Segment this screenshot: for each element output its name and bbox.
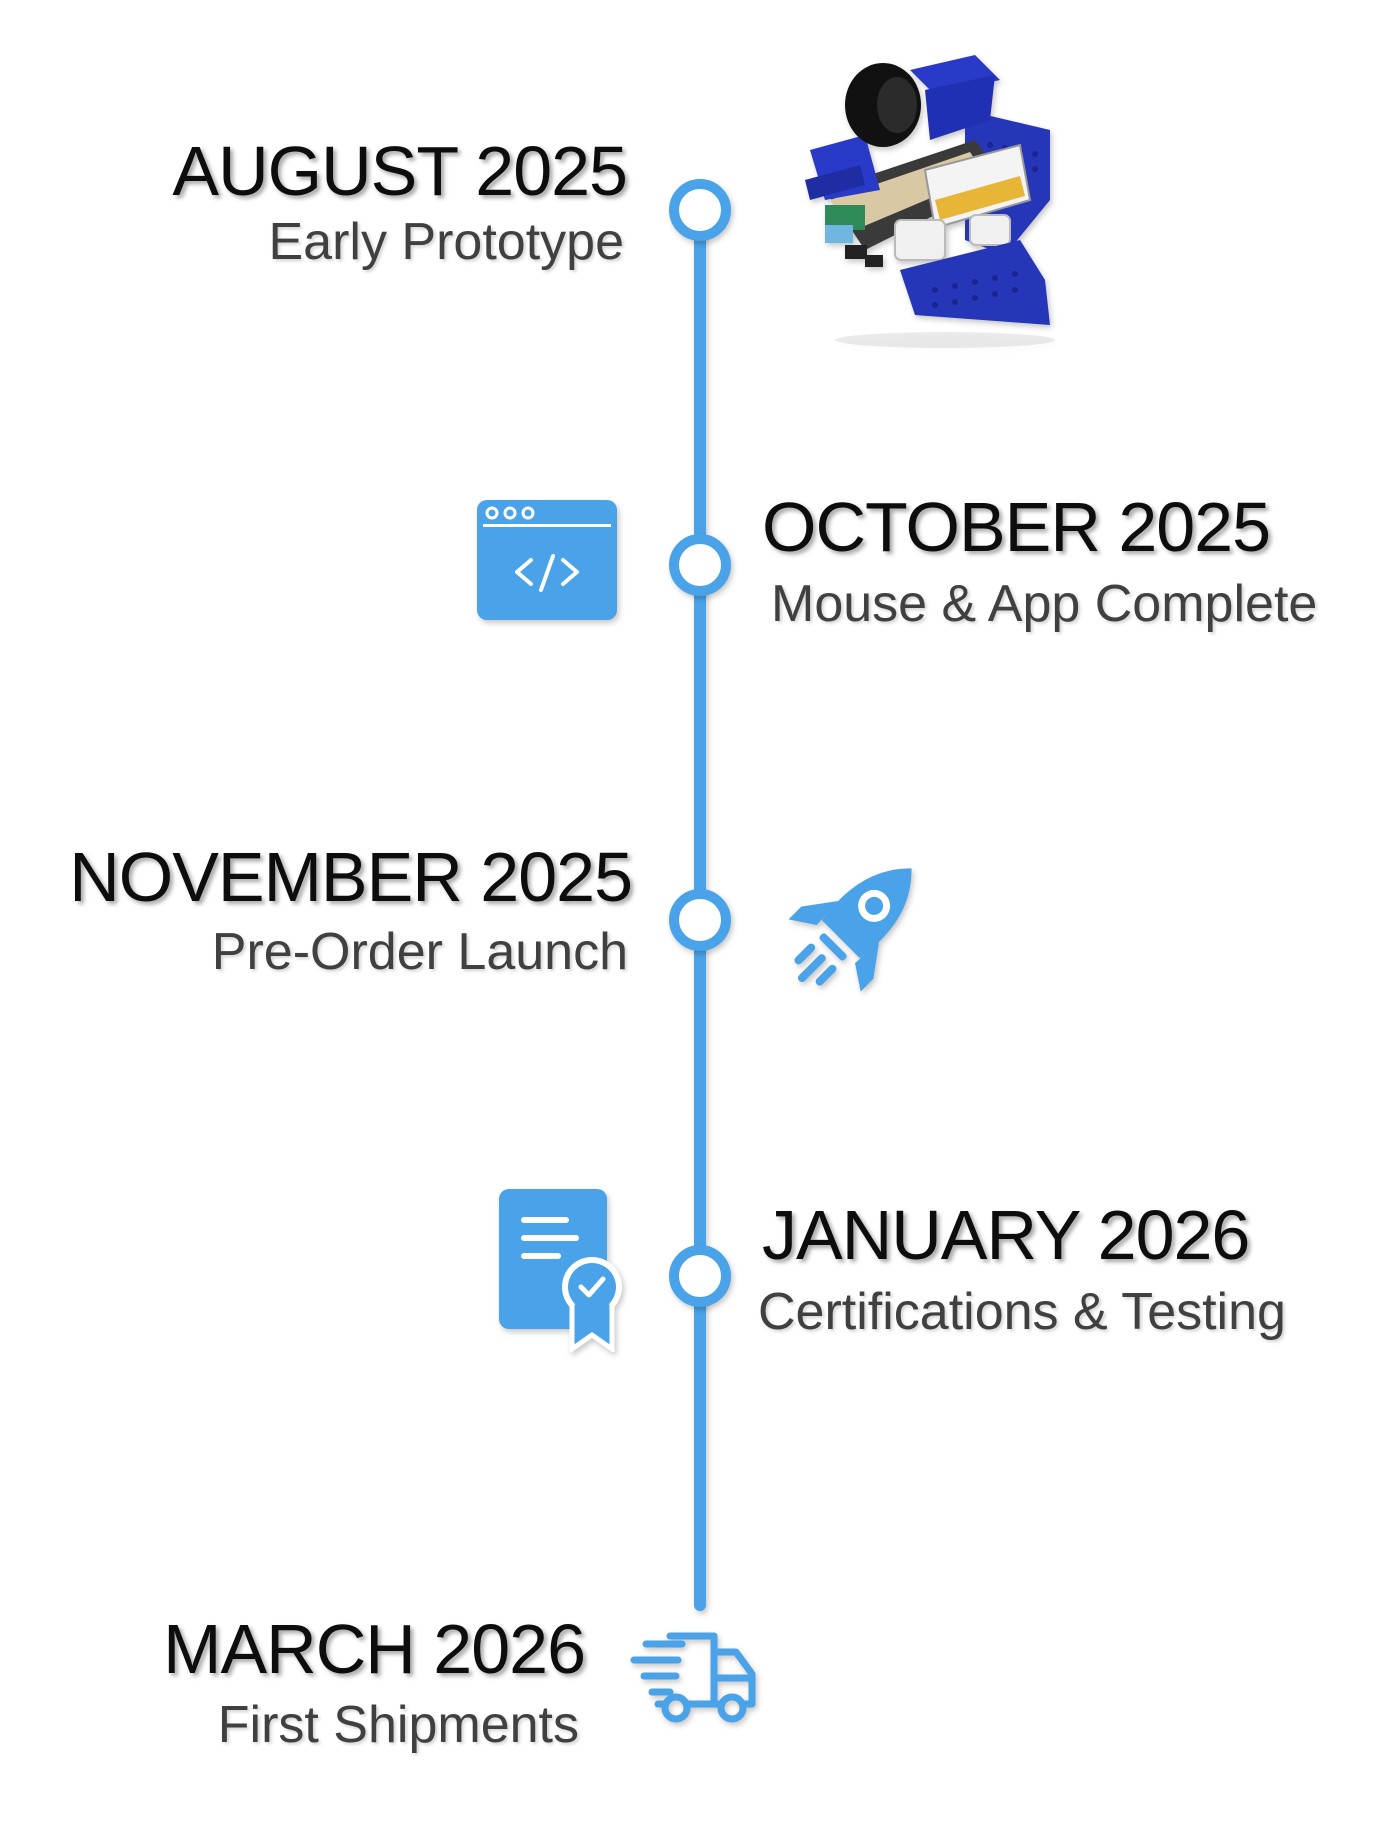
milestone-label: Early Prototype — [268, 213, 625, 271]
certificate-icon — [497, 1187, 627, 1352]
milestone-date: OCTOBER 2025 — [762, 488, 1271, 566]
milestone-date: MARCH 2026 — [163, 1610, 586, 1688]
milestone-date: JANUARY 2026 — [762, 1196, 1250, 1274]
delivery-truck-icon — [630, 1630, 760, 1730]
rocket-icon — [770, 840, 940, 1010]
milestone-label: Certifications & Testing — [758, 1283, 1286, 1341]
timeline-node-october-2025 — [669, 534, 731, 596]
milestone-label: Mouse & App Complete — [771, 575, 1318, 633]
timeline-node-november-2025 — [669, 889, 731, 951]
milestone-label: Pre-Order Launch — [211, 923, 628, 981]
timeline-node-january-2026 — [669, 1245, 731, 1307]
milestone-date: AUGUST 2025 — [172, 132, 628, 210]
code-window-icon — [477, 500, 617, 620]
milestone-label: First Shipments — [217, 1696, 579, 1754]
timeline-node-august-2025 — [669, 179, 731, 241]
milestone-date: NOVEMBER 2025 — [69, 838, 633, 916]
robot-mouse-prototype-photo — [805, 50, 1065, 350]
